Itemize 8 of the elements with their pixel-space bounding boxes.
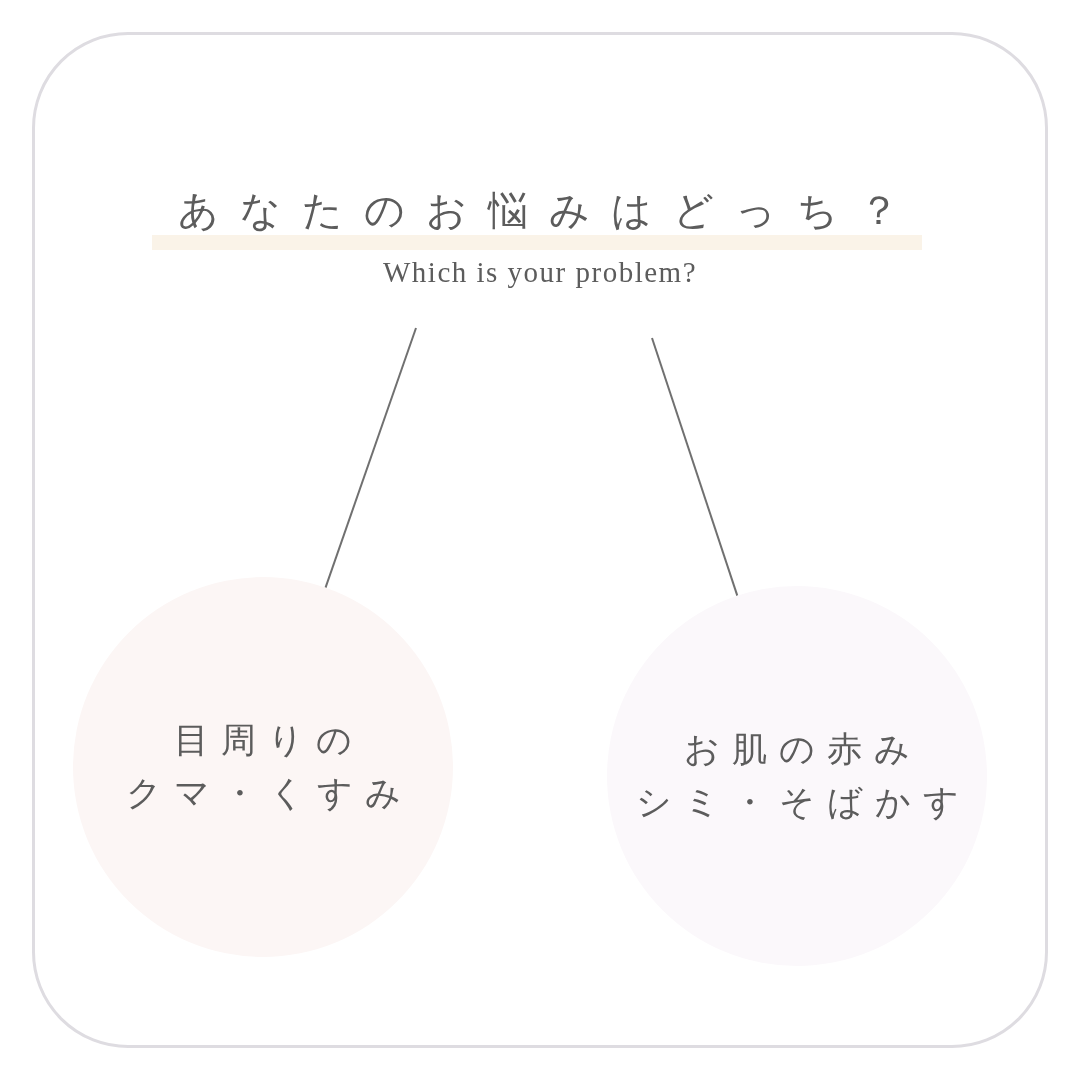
option-text: クマ・くすみ [124, 776, 413, 811]
connector-line [324, 327, 417, 589]
option-text: シミ・そばかす [634, 785, 971, 820]
connector-line [651, 337, 739, 597]
subtitle-text: Which is your problem? [382, 258, 698, 287]
option-text: お肌の赤み [683, 732, 922, 767]
option-text: 目周りの [173, 723, 364, 758]
title-heading: あなたのお悩みはどっち？ [178, 190, 920, 230]
